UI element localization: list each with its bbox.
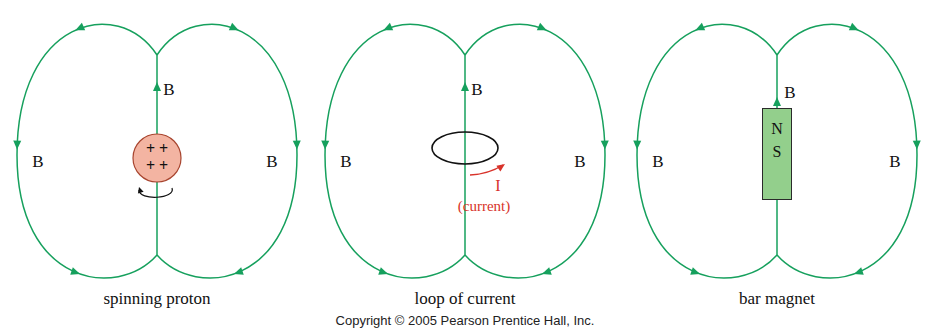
field-arrowhead (70, 267, 80, 275)
arrowheads (13, 23, 921, 275)
spin-arrowhead (138, 187, 144, 194)
field-label: B (652, 153, 663, 172)
field-arrowhead (695, 23, 705, 30)
panel-caption: loop of current (414, 290, 515, 309)
field-arrowhead (542, 267, 552, 275)
field-label: B (471, 81, 482, 100)
current-label: I (495, 177, 500, 195)
field-arrowhead (633, 141, 641, 150)
field-axes (157, 55, 777, 255)
spin-arrow (139, 188, 172, 197)
field-arrowhead (913, 141, 921, 150)
panel-caption: spinning proton (103, 290, 210, 309)
field-arrowhead (383, 23, 393, 30)
field-arrowhead (849, 23, 859, 30)
field-arrowhead (690, 267, 700, 275)
field-label: B (340, 153, 351, 172)
field-label: B (163, 81, 174, 100)
field-lines (17, 24, 917, 278)
field-arrowhead (75, 23, 85, 30)
field-arrowhead (378, 267, 388, 275)
field-arrowhead (321, 141, 329, 150)
field-label: B (32, 153, 43, 172)
proton-circle: + ++ + (132, 133, 182, 183)
field-arrowhead (234, 267, 244, 275)
field-arrowhead (229, 23, 239, 30)
node-content: + ++ + (132, 133, 182, 183)
bar-magnet: NS (762, 108, 792, 200)
field-label: B (889, 153, 900, 172)
field-arrowhead (773, 97, 781, 106)
field-label: B (266, 153, 277, 172)
field-arrowhead (601, 141, 609, 150)
node-content: NS (763, 109, 791, 199)
copyright-note: Copyright © 2005 Pearson Prentice Hall, … (336, 314, 595, 328)
field-arrowhead (461, 82, 469, 91)
charge-sign: + + (146, 158, 168, 175)
panel-caption: bar magnet (739, 290, 815, 309)
field-line (637, 24, 777, 278)
field-label: B (784, 84, 795, 103)
pole-letter: S (773, 144, 782, 161)
field-line (465, 24, 605, 278)
field-arrowhead (854, 267, 864, 275)
field-label: B (574, 153, 585, 172)
field-arrowhead (293, 141, 301, 150)
field-arrowhead (153, 82, 161, 91)
field-arrowhead (13, 141, 21, 150)
field-line (777, 24, 917, 278)
current-arrowhead (496, 164, 505, 171)
field-line (325, 24, 465, 278)
field-arrowhead (537, 23, 547, 30)
proton-body (133, 134, 181, 182)
pole-letter: N (771, 121, 783, 138)
current-label: (current) (458, 198, 510, 215)
current-loop (432, 132, 498, 164)
charge-sign: + + (146, 141, 168, 158)
